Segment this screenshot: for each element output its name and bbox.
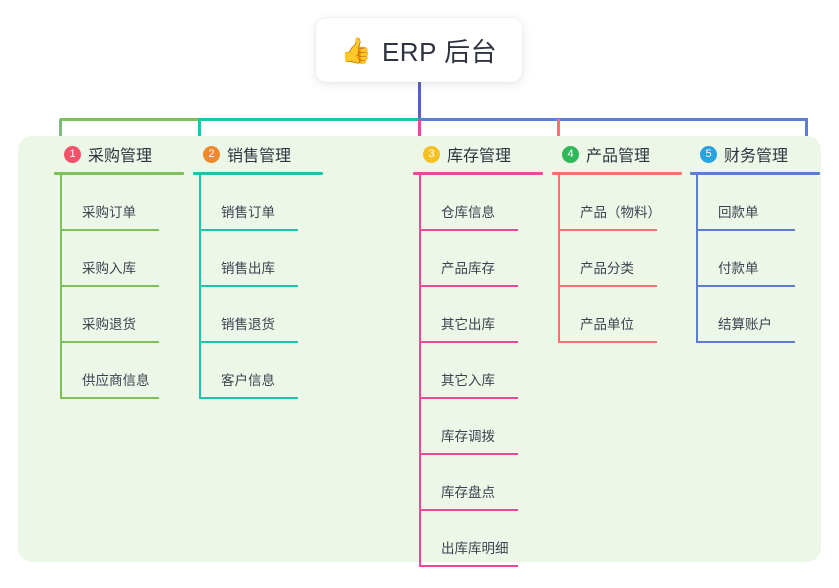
column-header-5[interactable]: 5 财务管理	[678, 136, 839, 172]
list-item[interactable]: 采购退货	[60, 287, 207, 343]
list-item-label: 其它入库	[441, 373, 495, 388]
list-item-rule	[421, 453, 518, 455]
column-header-4[interactable]: 4 产品管理	[540, 136, 705, 172]
list-item-rule	[201, 285, 298, 287]
column-rule-3	[413, 172, 543, 175]
list-item-label: 产品单位	[580, 317, 634, 332]
list-item[interactable]: 产品库存	[419, 231, 566, 287]
list-item-label: 采购退货	[82, 317, 136, 332]
column-badge-5: 5	[700, 145, 717, 163]
list-item-label: 销售出库	[221, 261, 275, 276]
column-badge-1: 1	[64, 145, 81, 163]
list-item-rule	[62, 229, 159, 231]
list-item-rule	[560, 229, 657, 231]
column-rule-4	[552, 172, 682, 175]
list-item-rule	[421, 509, 518, 511]
list-item-rule	[698, 229, 795, 231]
list-item[interactable]: 采购订单	[60, 175, 207, 231]
diagram-title-card: 👍 ERP 后台	[316, 18, 522, 82]
column-title-1: 采购管理	[88, 148, 153, 165]
column-5: 5 财务管理回款单付款单结算账户	[678, 136, 839, 343]
list-item-label: 采购订单	[82, 205, 136, 220]
column-title-5: 财务管理	[724, 148, 789, 165]
column-items-3: 仓库信息产品库存其它出库其它入库库存调拨库存盘点出库库明细	[419, 175, 566, 567]
list-item-label: 销售订单	[221, 205, 275, 220]
list-item[interactable]: 付款单	[696, 231, 839, 287]
list-item-rule	[698, 285, 795, 287]
list-item-label: 结算账户	[718, 317, 772, 332]
list-item[interactable]: 产品（物料）	[558, 175, 705, 231]
column-rule-5	[690, 172, 820, 175]
list-item-rule	[421, 229, 518, 231]
column-rule-2	[193, 172, 323, 175]
column-items-5: 回款单付款单结算账户	[696, 175, 839, 343]
thumbs-up-icon: 👍	[340, 35, 372, 65]
list-item[interactable]: 销售退货	[199, 287, 346, 343]
column-title-2: 销售管理	[227, 148, 292, 165]
column-title-3: 库存管理	[447, 148, 512, 165]
list-item-label: 供应商信息	[82, 373, 150, 388]
list-item[interactable]: 销售出库	[199, 231, 346, 287]
list-item-label: 库存盘点	[441, 485, 495, 500]
list-item[interactable]: 客户信息	[199, 343, 346, 399]
list-item-label: 采购入库	[82, 261, 136, 276]
list-item[interactable]: 库存调拨	[419, 399, 566, 455]
list-item-label: 库存调拨	[441, 429, 495, 444]
column-3: 3 库存管理仓库信息产品库存其它出库其它入库库存调拨库存盘点出库库明细	[401, 136, 566, 567]
list-item[interactable]: 销售订单	[199, 175, 346, 231]
list-item-label: 出库库明细	[441, 541, 509, 556]
list-item-rule	[201, 229, 298, 231]
column-header-3[interactable]: 3 库存管理	[401, 136, 566, 172]
list-item-label: 其它出库	[441, 317, 495, 332]
list-item[interactable]: 仓库信息	[419, 175, 566, 231]
list-item-label: 付款单	[718, 261, 759, 276]
column-badge-2: 2	[203, 145, 220, 163]
list-item-label: 销售退货	[221, 317, 275, 332]
list-item[interactable]: 库存盘点	[419, 455, 566, 511]
list-item-rule	[62, 285, 159, 287]
column-4: 4 产品管理产品（物料） 产品分类产品单位	[540, 136, 705, 343]
column-items-1: 采购订单采购入库采购退货供应商信息	[60, 175, 207, 399]
column-header-1[interactable]: 1 采购管理	[42, 136, 207, 172]
list-item-label: 回款单	[718, 205, 759, 220]
list-item-rule	[421, 285, 518, 287]
list-item[interactable]: 产品分类	[558, 231, 705, 287]
column-header-2[interactable]: 2 销售管理	[181, 136, 346, 172]
list-item-label: 产品（物料）	[580, 205, 661, 220]
column-rule-1	[54, 172, 184, 175]
list-item[interactable]: 出库库明细	[419, 511, 566, 567]
list-item[interactable]: 其它出库	[419, 287, 566, 343]
column-1: 1 采购管理采购订单采购入库采购退货供应商信息	[42, 136, 207, 399]
list-item-label: 产品库存	[441, 261, 495, 276]
column-items-2: 销售订单销售出库销售退货客户信息	[199, 175, 346, 399]
column-badge-4: 4	[562, 145, 579, 163]
list-item-label: 仓库信息	[441, 205, 495, 220]
page-title: ERP 后台	[381, 36, 498, 67]
list-item[interactable]: 回款单	[696, 175, 839, 231]
list-item[interactable]: 供应商信息	[60, 343, 207, 399]
list-item-rule	[421, 397, 518, 399]
column-items-4: 产品（物料） 产品分类产品单位	[558, 175, 705, 343]
column-badge-3: 3	[423, 145, 440, 163]
column-2: 2 销售管理销售订单销售出库销售退货客户信息	[181, 136, 346, 399]
list-item-rule	[560, 285, 657, 287]
list-item-rule	[698, 341, 795, 343]
list-item-label: 产品分类	[580, 261, 634, 276]
list-item-rule	[421, 565, 518, 567]
list-item[interactable]: 其它入库	[419, 343, 566, 399]
list-item[interactable]: 产品单位	[558, 287, 705, 343]
list-item[interactable]: 采购入库	[60, 231, 207, 287]
list-item-label: 客户信息	[221, 373, 275, 388]
column-container: 1 采购管理采购订单采购入库采购退货供应商信息 2 销售管理销售订单销售出库销售退货客…	[18, 136, 821, 567]
list-item-rule	[201, 397, 298, 399]
list-item-rule	[62, 397, 159, 399]
list-item-rule	[560, 341, 657, 343]
column-title-4: 产品管理	[586, 148, 651, 165]
list-item-rule	[201, 341, 298, 343]
list-item-rule	[62, 341, 159, 343]
list-item[interactable]: 结算账户	[696, 287, 839, 343]
list-item-rule	[421, 341, 518, 343]
